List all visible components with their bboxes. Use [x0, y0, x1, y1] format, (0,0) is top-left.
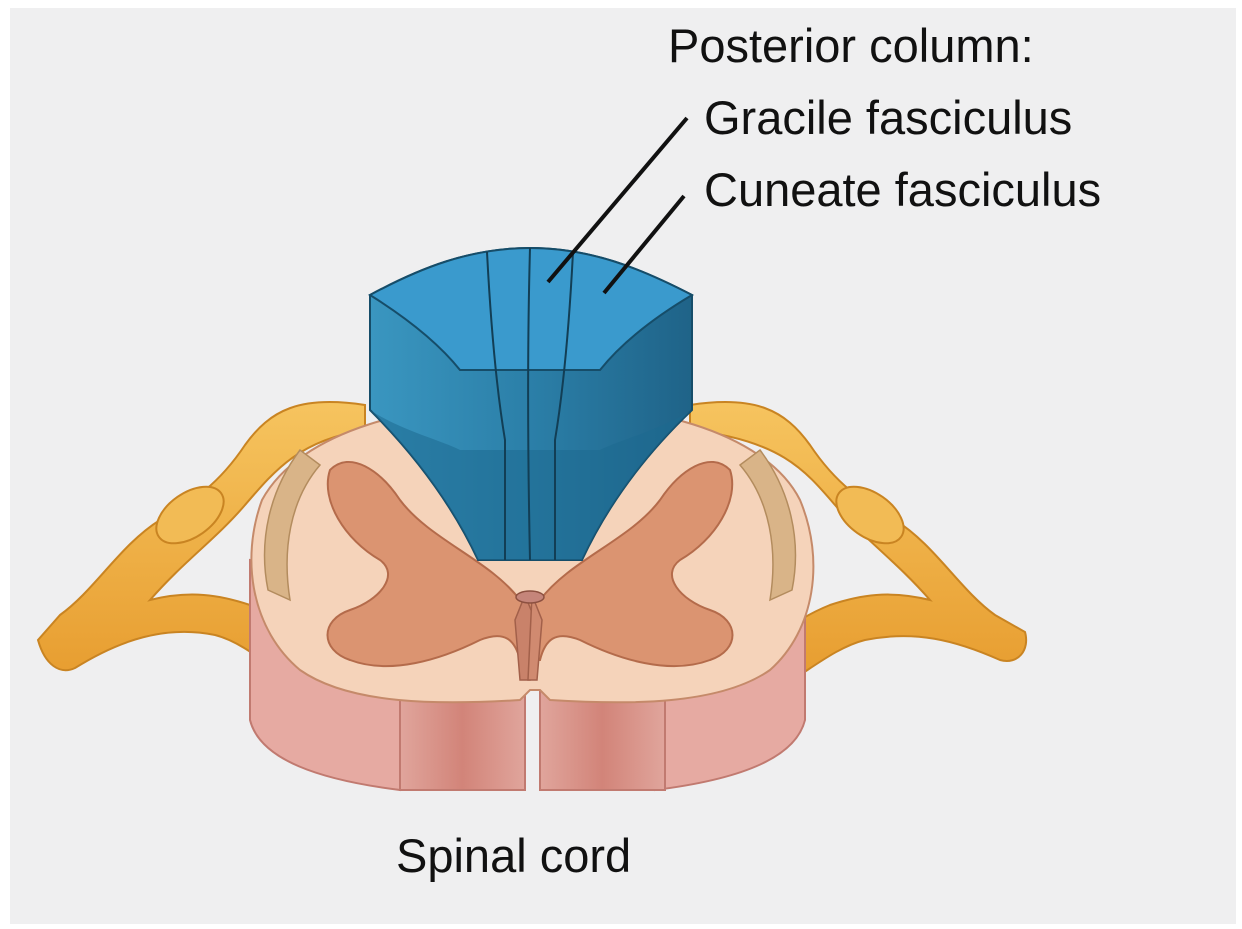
gracile-leader-line	[548, 118, 687, 282]
central-canal	[516, 591, 544, 603]
gracile-fasciculus-label: Gracile fasciculus	[704, 94, 1072, 141]
spinal-cord-label: Spinal cord	[396, 832, 631, 879]
posterior-column-label: Posterior column:	[668, 22, 1034, 69]
cuneate-fasciculus-label: Cuneate fasciculus	[704, 166, 1101, 213]
